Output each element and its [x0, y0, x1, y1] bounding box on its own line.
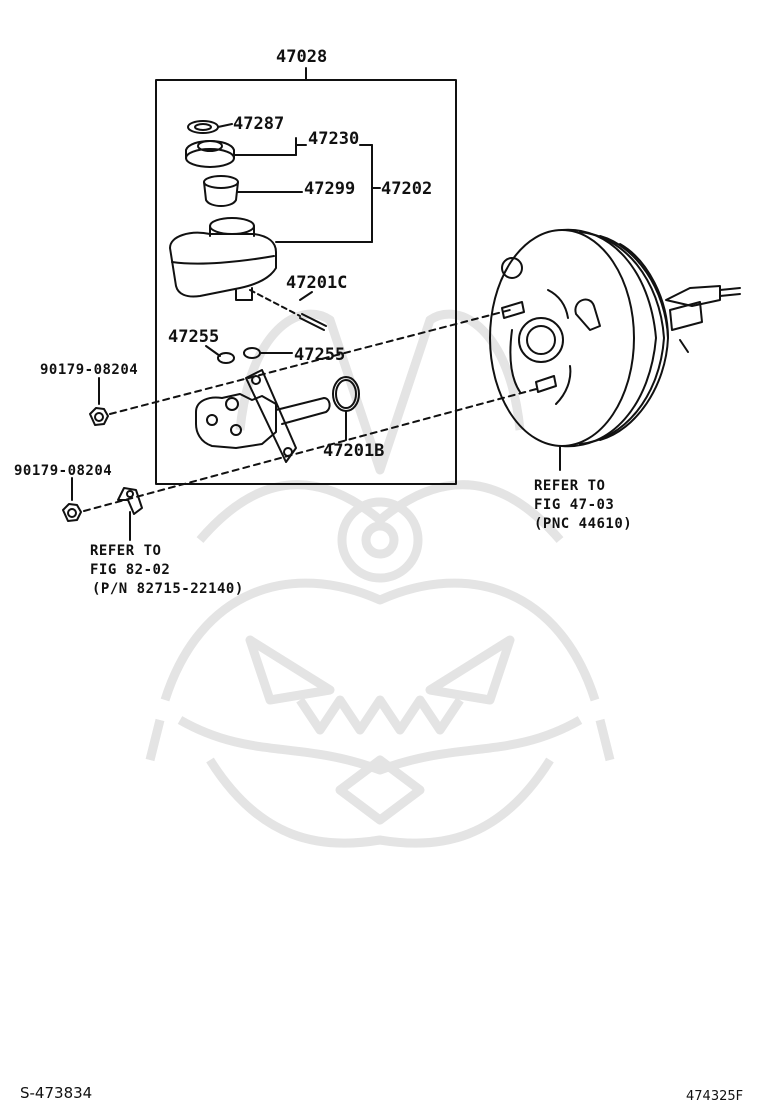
assembly-label-47028: 47028 — [276, 47, 328, 67]
brake-fluid-reservoir-47202 — [169, 144, 381, 301]
part-label-nut-upper: 90179-08204 — [40, 362, 139, 378]
refer-bracket-line1: REFER TO — [90, 543, 162, 559]
refer-bracket-line3: (P/N 82715-22140) — [92, 581, 244, 597]
part-label-47202: 47202 — [381, 179, 433, 199]
part-label-nut-lower: 90179-08204 — [14, 463, 113, 479]
refer-booster-line2: FIG 47-03 — [534, 497, 615, 513]
refer-booster-line3: (PNC 44610) — [534, 516, 633, 532]
refer-booster-line1: REFER TO — [534, 478, 606, 494]
part-label-47201C: 47201C — [286, 273, 348, 293]
part-label-47287: 47287 — [233, 114, 285, 134]
master-cylinder — [195, 369, 360, 463]
refer-bracket-line2: FIG 82-02 — [90, 562, 171, 578]
gasket-ring-47287 — [187, 120, 233, 134]
brake-booster — [489, 228, 741, 471]
nut-upper — [89, 377, 109, 426]
part-label-47201B: 47201B — [323, 441, 385, 461]
pin-47201C — [249, 289, 327, 331]
part-label-47230: 47230 — [308, 129, 360, 149]
grommets-47255 — [205, 345, 293, 364]
part-label-47255-left: 47255 — [168, 327, 220, 347]
part-label-47299: 47299 — [304, 179, 356, 199]
strainer-47299 — [203, 175, 303, 207]
footer-right-code: 474325F — [686, 1089, 744, 1104]
nut-lower — [62, 477, 82, 522]
footer-left-code: S-473834 — [20, 1084, 93, 1102]
part-label-47255-right: 47255 — [294, 345, 346, 365]
watermark-emblem — [145, 309, 615, 848]
reservoir-cap-47230 — [185, 137, 307, 168]
